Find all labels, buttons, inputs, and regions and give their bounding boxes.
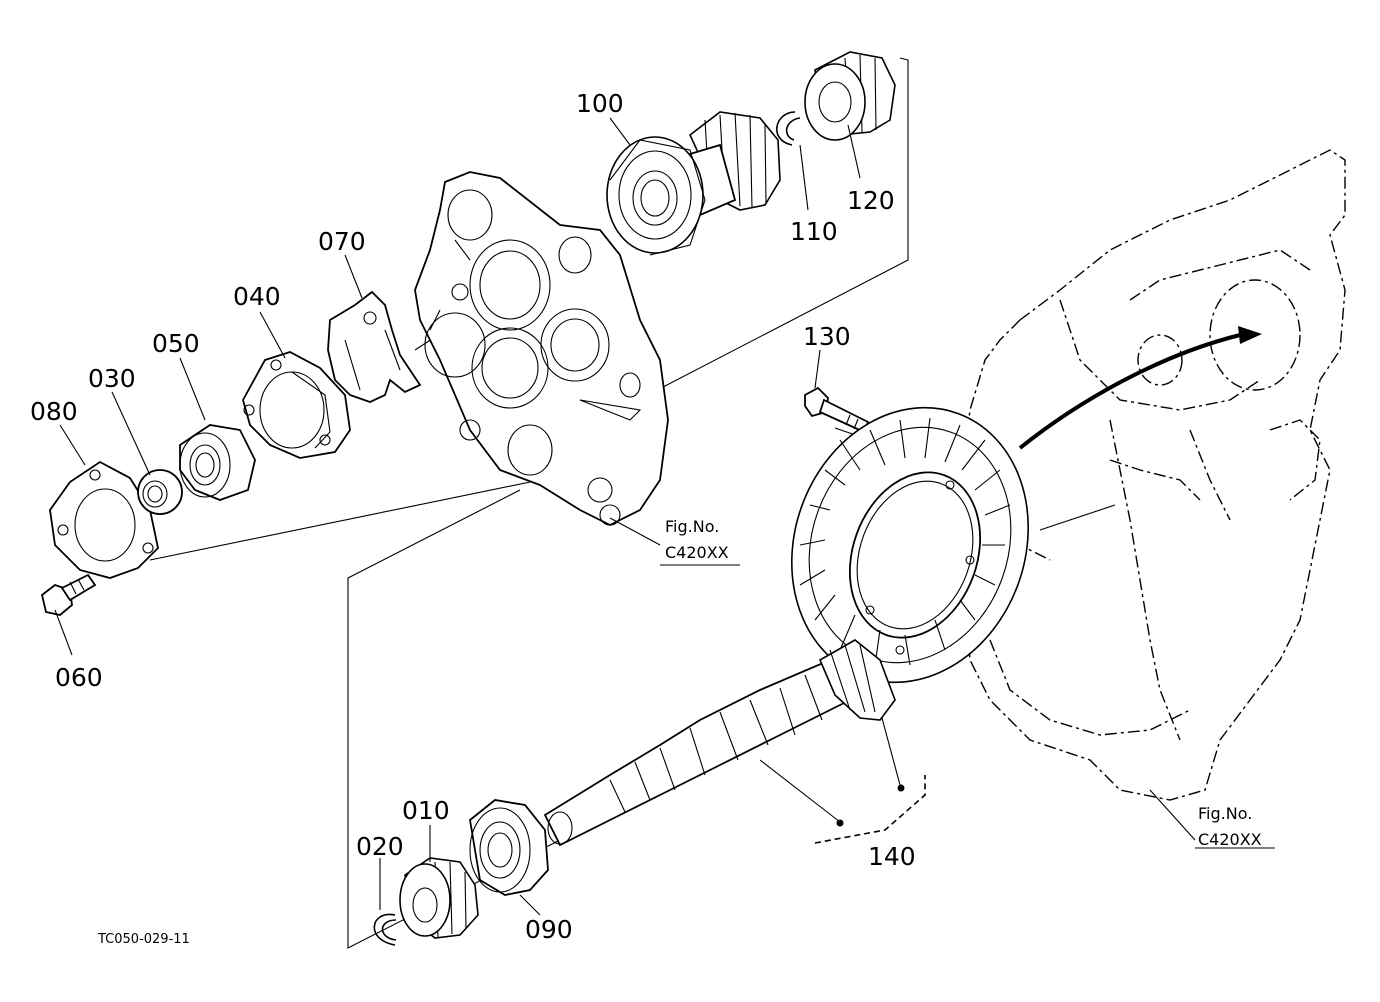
label-130: 130: [803, 322, 851, 351]
label-060: 060: [55, 663, 103, 692]
label-120: 120: [847, 186, 895, 215]
figure-ref-right: Fig.No. C420XX: [1198, 804, 1262, 849]
part-030-oil-seal: [137, 469, 183, 515]
figure-ref-right-line2: C420XX: [1198, 830, 1262, 849]
drawing-code: TC050-029-11: [97, 932, 190, 947]
label-030: 030: [88, 364, 136, 393]
part-130-bolt: [804, 386, 870, 434]
bevel-pinion-shaft: [543, 639, 896, 847]
label-090: 090: [525, 915, 573, 944]
part-110-snap-ring: [776, 111, 801, 146]
figure-ref-left: Fig.No. C420XX: [665, 517, 729, 562]
part-070-bracket: [327, 290, 422, 403]
transmission-case-outline: [964, 149, 1346, 801]
part-120-gear: [804, 51, 896, 141]
part-020-snap-ring: [373, 913, 397, 946]
figure-ref-right-line1: Fig.No.: [1198, 804, 1252, 823]
part-060-bolt: [40, 573, 97, 616]
part-labels: 080 030 050 040 070 060 100 110 120 130 …: [30, 89, 916, 944]
label-040: 040: [233, 282, 281, 311]
figure-ref-left-line2: C420XX: [665, 543, 729, 562]
gear-case-cover: [414, 171, 669, 527]
part-140-ring-gear: [791, 406, 1029, 684]
label-070: 070: [318, 227, 366, 256]
part-090-bearing: [469, 799, 549, 896]
label-080: 080: [30, 397, 78, 426]
label-020: 020: [356, 832, 404, 861]
label-110: 110: [790, 217, 838, 246]
part-050-bearing: [179, 424, 256, 501]
insertion-arrow: [1018, 326, 1262, 450]
part-080-cover-plate: [49, 460, 159, 579]
label-100: 100: [576, 89, 624, 118]
figure-ref-left-line1: Fig.No.: [665, 517, 719, 536]
label-140: 140: [868, 842, 916, 871]
part-010-gear: [399, 857, 479, 939]
part-140-set-bracket: [759, 717, 926, 844]
part-100-shaft-gear: [606, 111, 781, 256]
label-050: 050: [152, 329, 200, 358]
part-040-flange: [242, 351, 351, 459]
leader-lines: [54, 117, 1275, 916]
label-010: 010: [402, 796, 450, 825]
